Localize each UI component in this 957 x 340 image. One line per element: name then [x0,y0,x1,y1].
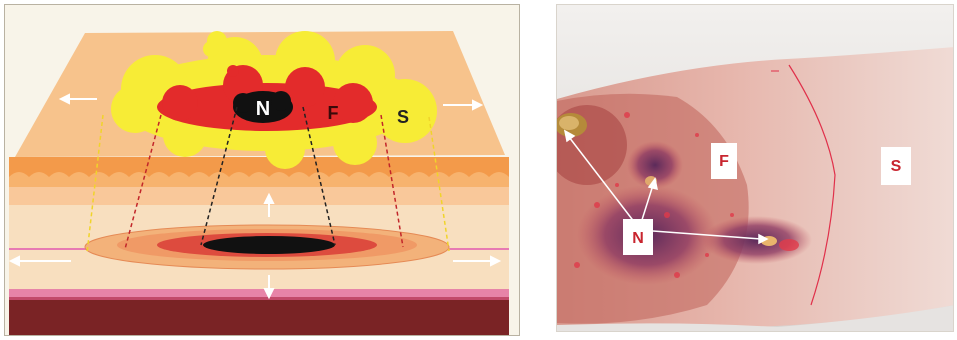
clinical-photo-svg: F S N [557,5,954,332]
diagram-label-flare: F [328,103,339,123]
clinical-photo-panel: F S N [556,4,954,332]
fascia-band [9,289,509,297]
schematic-svg: N F S [5,5,520,336]
photo-label-necrosis: N [632,230,644,247]
schematic-illustration-panel: N F S [4,4,520,336]
muscle-layer [9,297,509,336]
diagram-label-spread: S [397,107,409,127]
deep-necrosis-zone [203,236,335,254]
dermis-layer [9,187,509,205]
photo-label-flare: F [719,153,729,170]
diagram-label-necrosis: N [256,98,270,120]
photo-label-spread: S [891,158,902,175]
